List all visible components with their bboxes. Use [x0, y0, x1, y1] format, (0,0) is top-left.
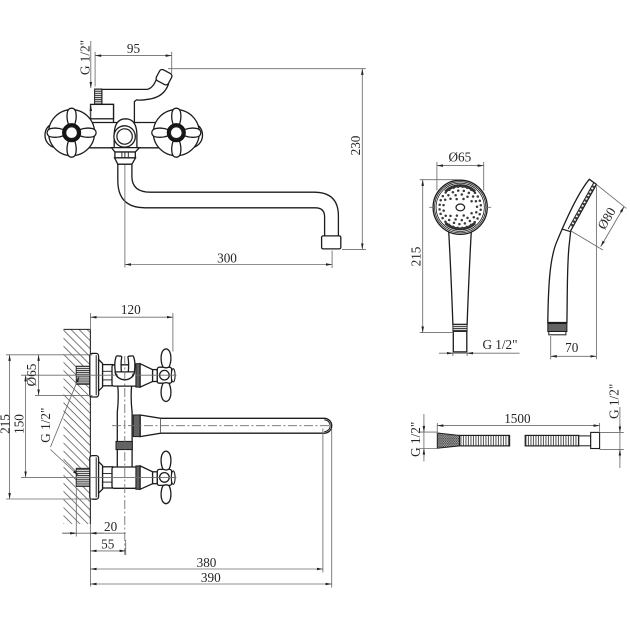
svg-text:380: 380: [197, 555, 217, 570]
svg-text:1500: 1500: [504, 411, 531, 426]
svg-text:150: 150: [11, 414, 26, 434]
svg-text:G 1/2": G 1/2": [606, 384, 621, 419]
svg-text:G 1/2": G 1/2": [408, 422, 423, 457]
svg-text:G 1/2": G 1/2": [77, 40, 92, 75]
svg-text:G 1/2": G 1/2": [38, 408, 53, 443]
svg-text:215: 215: [0, 414, 12, 434]
svg-text:230: 230: [348, 135, 363, 155]
svg-text:215: 215: [409, 246, 424, 266]
svg-text:390: 390: [201, 570, 221, 585]
svg-text:55: 55: [101, 536, 115, 551]
svg-text:70: 70: [565, 340, 579, 355]
svg-text:20: 20: [104, 519, 118, 534]
svg-text:G 1/2": G 1/2": [482, 337, 517, 352]
svg-text:Ø65: Ø65: [24, 363, 39, 386]
svg-text:300: 300: [217, 251, 237, 266]
svg-text:Ø65: Ø65: [449, 150, 472, 165]
svg-text:120: 120: [121, 302, 141, 317]
svg-text:95: 95: [127, 41, 141, 56]
